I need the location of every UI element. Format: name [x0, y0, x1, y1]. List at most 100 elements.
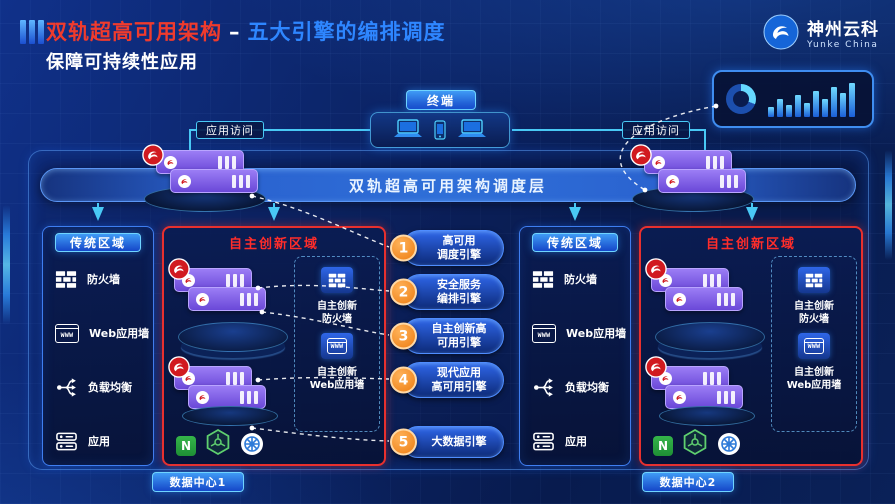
brand-name: 神州云科	[807, 19, 879, 40]
engine-label: 大数据引擎	[431, 435, 487, 449]
laptop-icon	[455, 119, 489, 141]
yunke-badge-icon	[630, 144, 652, 166]
server-slots-icon	[240, 390, 258, 404]
server-slots-icon	[706, 155, 724, 169]
page-title: 双轨超高可用架构–五大引擎的编排调度	[46, 16, 446, 46]
server-slots-icon	[717, 292, 735, 306]
engine-number-badge: 5	[390, 428, 417, 456]
server-slots-icon	[720, 174, 738, 188]
engine-label: 高可用 调度引擎	[437, 234, 481, 261]
zone-item-label: 负载均衡	[88, 381, 132, 394]
innovation-firewall-label: 自主创新 防火墙	[794, 301, 834, 325]
zone-item-app: 应用	[520, 414, 630, 468]
yunke-mini-logo-icon	[164, 155, 177, 169]
edge-stripe-right	[885, 150, 892, 260]
innovation-zone-title: 自主创新区域	[705, 237, 796, 252]
yunke-logo-icon	[763, 14, 799, 50]
runtime-icons: N	[653, 428, 741, 456]
nginx-icon: N	[176, 436, 196, 456]
platform-cylinder	[655, 322, 765, 352]
zone-item-label: 应用	[88, 435, 110, 448]
server-slots-icon	[703, 273, 721, 287]
engine-number-badge: 1	[390, 234, 417, 262]
terminal-devices	[370, 112, 510, 148]
innovation-security-group: 自主创新 防火墙 WWW 自主创新 Web应用墙	[771, 256, 857, 432]
zone-item-label: Web应用墙	[89, 327, 150, 340]
firewall-brick-icon	[532, 270, 554, 289]
innovation-waf-label: 自主创新 Web应用墙	[309, 367, 365, 391]
zone-item-label: Web应用墙	[566, 327, 627, 340]
zone-item-label: 负载均衡	[565, 381, 609, 394]
kubernetes-wheel-icon	[240, 432, 264, 456]
platform-disc	[182, 406, 278, 426]
server-slots-icon	[218, 155, 236, 169]
bar-chart-icon	[768, 81, 855, 117]
yunke-mini-logo-icon	[666, 174, 679, 188]
yunke-badge-icon	[645, 356, 667, 378]
yunke-badge-icon	[168, 258, 190, 280]
yunke-mini-logo-icon	[652, 155, 665, 169]
hexagon-cluster-icon	[204, 428, 232, 456]
scheduler-cluster-right	[628, 144, 760, 212]
innovation-zone-title: 自主创新区域	[228, 237, 319, 252]
app-stack-icon	[532, 430, 555, 453]
zone-item-lb: 负载均衡	[43, 360, 153, 414]
web-app-wall-icon: WWW	[55, 323, 79, 343]
monitor-panel	[712, 70, 874, 128]
load-balancer-icon	[532, 376, 555, 399]
zone-item-label: 应用	[565, 435, 587, 448]
nginx-icon: N	[653, 436, 673, 456]
server-stack	[645, 356, 743, 409]
yunke-badge-icon	[645, 258, 667, 280]
server-stack	[156, 150, 258, 193]
zone-item-lb: 负载均衡	[520, 360, 630, 414]
server-slots-icon	[232, 174, 250, 188]
web-app-wall-icon: WWW	[532, 323, 556, 343]
load-balancer-icon	[55, 376, 78, 399]
engine-number-badge: 3	[390, 322, 417, 350]
traditional-zone-title: 传统区域	[55, 233, 141, 252]
app-access-label-left: 应用访问	[196, 121, 264, 139]
traditional-zone-dc2: 传统区域 防火墙 WWW Web应用墙 负载均衡 应用	[519, 226, 631, 466]
platform-disc	[659, 406, 755, 426]
yunke-mini-logo-icon	[178, 174, 191, 188]
runtime-icons: N	[176, 428, 264, 456]
server-slots-icon	[240, 292, 258, 306]
page-subtitle: 保障可持续性应用	[46, 52, 198, 73]
title-main: 双轨超高可用架构	[46, 20, 222, 44]
terminal-label: 终端	[406, 90, 476, 110]
kubernetes-wheel-icon	[717, 432, 741, 456]
web-app-wall-icon: WWW	[798, 333, 830, 359]
yunke-badge-icon	[168, 356, 190, 378]
firewall-brick-icon	[798, 267, 830, 293]
platform-cylinder	[178, 322, 288, 352]
zone-item-firewall: 防火墙	[43, 252, 153, 306]
zone-item-label: 防火墙	[564, 273, 597, 286]
zone-item-waf: WWW Web应用墙	[520, 306, 630, 360]
yunke-mini-logo-icon	[673, 292, 686, 306]
edge-stripe-left	[3, 205, 10, 325]
yunke-mini-logo-icon	[196, 390, 209, 404]
engine-ha-scheduling: 1 高可用 调度引擎	[390, 230, 504, 266]
zone-item-waf: WWW Web应用墙	[43, 306, 153, 360]
server-stack	[645, 258, 743, 311]
server-stack	[644, 150, 746, 193]
engine-big-data: 5 大数据引擎	[390, 426, 504, 458]
firewall-brick-icon	[321, 267, 353, 293]
innovation-zone-dc1: 自主创新区域 N 自主创新 防火墙 WWW 自主创新 Web应用墙	[162, 226, 386, 466]
scheduler-cluster-left	[140, 144, 272, 212]
server-stack	[168, 356, 266, 409]
zone-item-app: 应用	[43, 414, 153, 468]
engine-label: 安全服务 编排引擎	[437, 278, 481, 305]
web-app-wall-icon: WWW	[321, 333, 353, 359]
innovation-firewall-label: 自主创新 防火墙	[317, 301, 357, 325]
brand-tagline: Yunke China	[807, 39, 879, 50]
traditional-zone-dc1: 传统区域 防火墙 WWW Web应用墙 负载均衡 应用	[42, 226, 154, 466]
zone-item-label: 防火墙	[87, 273, 120, 286]
innovation-zone-dc2: 自主创新区域 N 自主创新 防火墙 WWW 自主创新 Web应用墙	[639, 226, 863, 466]
laptop-icon	[391, 119, 425, 141]
datacenter-2-label: 数据中心2	[642, 472, 734, 492]
app-access-label-right: 应用访问	[622, 121, 690, 139]
server-slots-icon	[226, 273, 244, 287]
